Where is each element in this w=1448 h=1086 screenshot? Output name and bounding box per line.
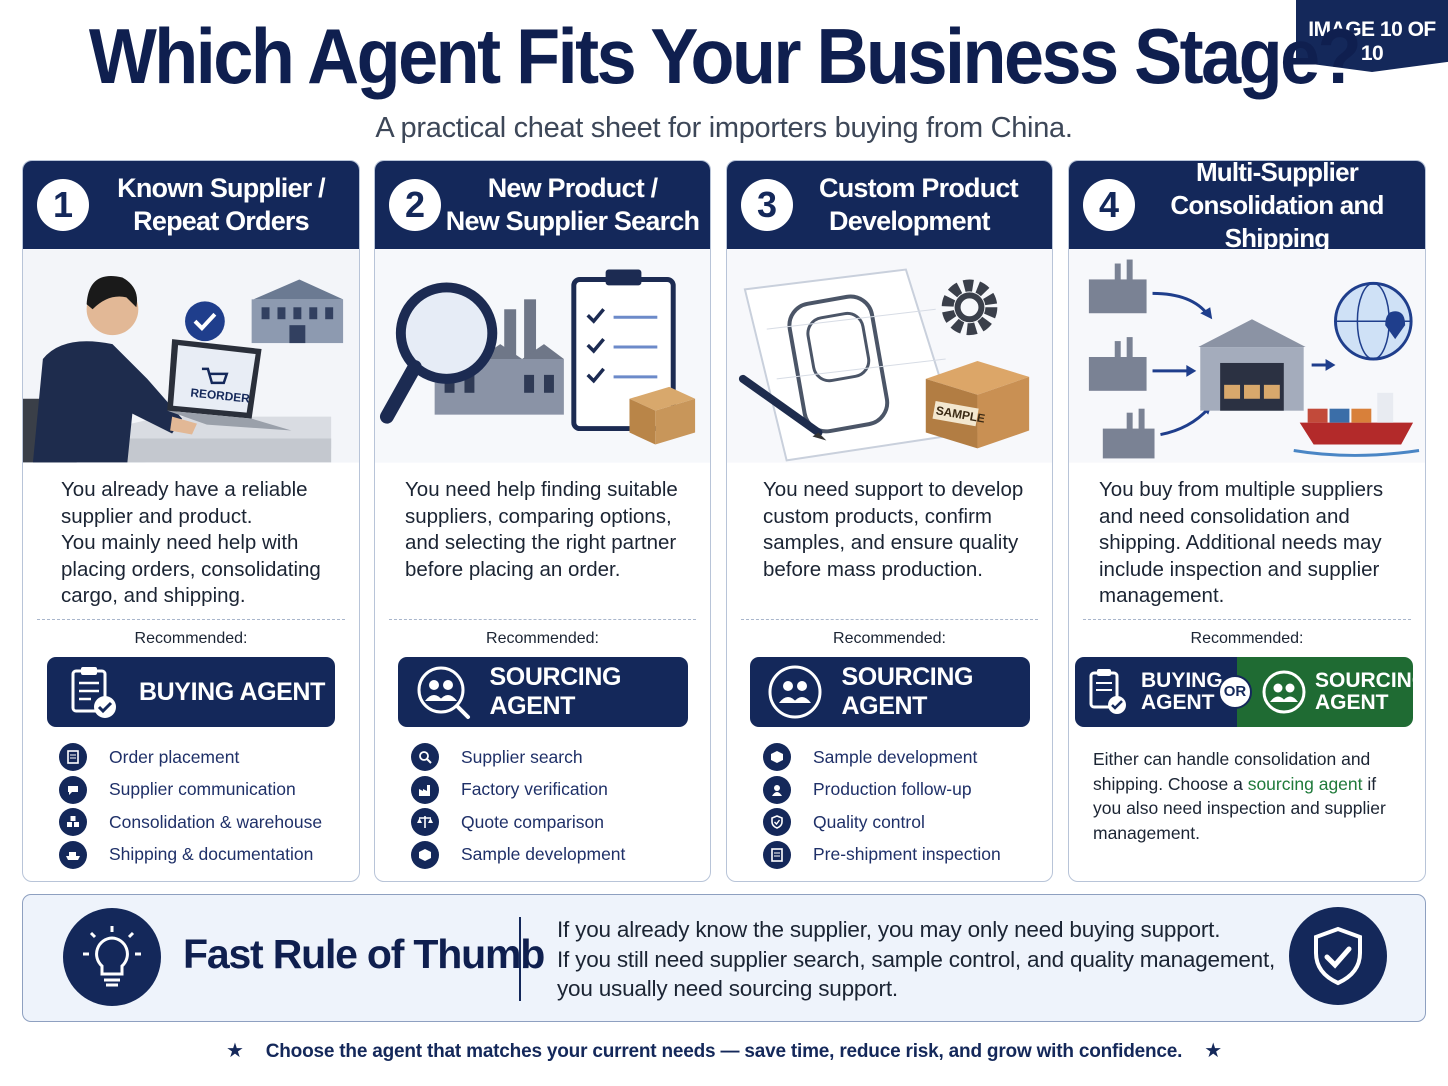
box-icon [411, 840, 439, 869]
list-item: Pre-shipment inspection [763, 839, 1052, 872]
feature-list: Sample development Production follow-up … [727, 741, 1052, 871]
recommended-label: Recommended: [1190, 630, 1304, 647]
card-known-supplier: 1 Known Supplier /Repeat Orders [22, 160, 360, 882]
rule-of-thumb-panel: Fast Rule of Thumb If you already know t… [22, 894, 1426, 1022]
rule-title: Fast Rule of Thumb [183, 931, 545, 977]
search-user-icon [411, 743, 439, 772]
footer-tagline: ★Choose the agent that matches your curr… [226, 1040, 1222, 1062]
card-header: 1 Known Supplier /Repeat Orders [23, 161, 359, 249]
card-new-supplier: 2 New Product /New Supplier Search [374, 160, 711, 882]
worker-icon [763, 775, 791, 804]
card-number: 2 [389, 179, 441, 231]
card-title: Known Supplier /Repeat Orders [117, 173, 326, 236]
shield-check-icon [763, 808, 791, 837]
sourcing-agent-highlight: sourcing agent [1247, 773, 1363, 794]
card-number: 1 [37, 179, 89, 231]
list-item: Order placement [59, 741, 359, 774]
document-icon [59, 743, 87, 772]
list-item: Sample development [763, 741, 1052, 774]
clipboard-check-icon [71, 667, 116, 718]
shield-check-icon [1289, 907, 1387, 1005]
star-icon: ★ [226, 1040, 244, 1062]
vertical-divider [519, 917, 521, 1001]
team-search-icon [417, 666, 470, 719]
illustration-person-laptop: REORDER [23, 249, 359, 463]
list-item: Quality control [763, 806, 1052, 839]
scale-icon [411, 808, 439, 837]
rule-text: If you already know the supplier, you ma… [557, 917, 1276, 1001]
factory-icon [411, 775, 439, 804]
card-title: New Product /New Supplier Search [445, 173, 700, 236]
checklist-icon [763, 840, 791, 869]
cart-icon [201, 367, 229, 385]
box-icon [763, 743, 791, 772]
recommended-label: Recommended: [134, 630, 248, 647]
lightbulb-icon [63, 908, 161, 1006]
ship-icon [59, 840, 87, 869]
list-item: Consolidation & warehouse [59, 806, 359, 839]
chat-icon [59, 775, 87, 804]
buying-agent-badge: BUYING AGENT [47, 657, 335, 727]
check-icon [193, 312, 217, 332]
team-icon [1262, 670, 1306, 714]
card-header: 2 New Product /New Supplier Search [375, 161, 710, 249]
illustration-consolidation [1069, 249, 1425, 463]
page-subtitle: A practical cheat sheet for importers bu… [375, 112, 1073, 144]
illustration-blueprint-sample: SAMPLE [727, 249, 1052, 463]
list-item: Supplier search [411, 741, 710, 774]
recommended-label: Recommended: [833, 630, 946, 647]
card-number: 4 [1083, 179, 1135, 231]
image-counter-badge: IMAGE 10 OF 10 [1296, 0, 1448, 72]
card-number: 3 [741, 179, 793, 231]
illustration-magnifier-factory [375, 249, 710, 463]
list-item: Factory verification [411, 774, 710, 807]
reorder-label: REORDER [190, 386, 251, 406]
sourcing-agent-badge: SOURCING AGENT [397, 657, 688, 727]
list-item: Quote comparison [411, 806, 710, 839]
list-item: Sample development [411, 839, 710, 872]
team-icon [768, 665, 821, 719]
stage-cards: 1 Known Supplier /Repeat Orders [22, 160, 1426, 882]
dashed-divider [1083, 619, 1411, 620]
list-item: Production follow-up [763, 774, 1052, 807]
star-icon: ★ [1204, 1040, 1222, 1062]
sourcing-agent-badge: SOURCING AGENT [749, 657, 1030, 727]
list-item: Supplier communication [59, 774, 359, 807]
recommended-label: Recommended: [486, 630, 599, 647]
or-separator: OR [1218, 675, 1252, 709]
dashed-divider [37, 619, 345, 620]
clipboard-check-icon [1089, 669, 1126, 714]
either-note: Either can handle consolidation and ship… [1093, 749, 1386, 843]
list-item: Shipping & documentation [59, 839, 359, 872]
boxes-icon [59, 808, 87, 837]
feature-list: Supplier search Factory verification Quo… [375, 741, 710, 871]
feature-list: Order placement Supplier communication C… [23, 741, 359, 871]
dashed-divider [389, 619, 696, 620]
page-title: Which Agent Fits Your Business Stage? [88, 13, 1362, 101]
dashed-divider [741, 619, 1038, 620]
